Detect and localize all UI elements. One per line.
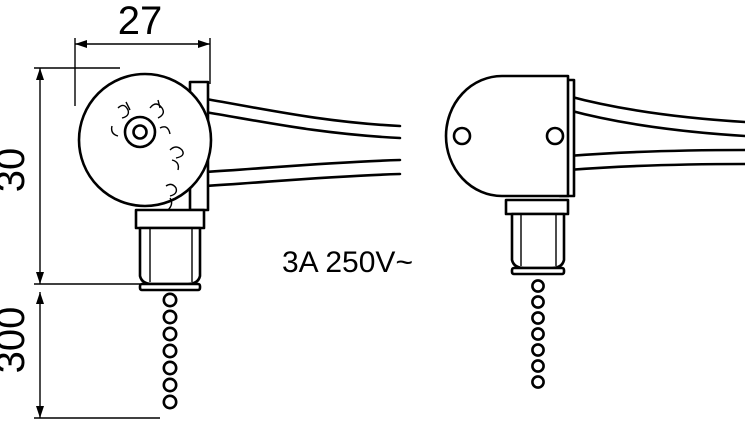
chain-bead <box>162 394 178 410</box>
chain-bead <box>531 375 545 389</box>
front-bushing-base <box>138 282 202 292</box>
side-wires <box>566 94 745 172</box>
chain-arrow-bottom <box>36 406 44 418</box>
front-disc-body <box>77 72 213 208</box>
crimp-marks <box>110 99 184 211</box>
chain-bead <box>162 343 178 359</box>
front-bushing <box>138 226 202 286</box>
front-view <box>77 72 402 410</box>
side-hole-left <box>452 126 472 146</box>
rivet-outer <box>123 115 157 149</box>
front-neck <box>134 208 206 230</box>
width-label: 27 <box>118 0 163 43</box>
side-body <box>444 74 570 198</box>
width-arrow-right <box>198 40 210 48</box>
chain-bead <box>162 377 178 393</box>
electrical-rating: 3A 250V~ <box>282 246 413 279</box>
chain-bead <box>531 295 545 309</box>
chain-arrow-top <box>36 292 44 304</box>
width-arrow-left <box>75 40 87 48</box>
chain-bead <box>531 327 545 341</box>
chain-length-label: 300 <box>0 307 33 374</box>
side-bushing-base <box>510 266 566 276</box>
chain-bead <box>162 326 178 342</box>
side-pull-chain <box>531 279 545 389</box>
height-arrow-bottom <box>36 272 44 284</box>
chain-bead <box>531 311 545 325</box>
side-hole-right <box>545 126 565 146</box>
chain-bead <box>531 359 545 373</box>
rivet-inner <box>132 124 148 140</box>
chain-bead <box>162 309 178 325</box>
front-pull-chain <box>162 292 178 410</box>
chain-bead <box>162 360 178 376</box>
chain-bead <box>162 292 178 308</box>
front-wires <box>198 96 402 188</box>
height-arrow-top <box>36 68 44 80</box>
height-label: 30 <box>0 148 33 193</box>
side-view <box>444 74 745 389</box>
dimension-lines <box>34 38 211 419</box>
chain-bead <box>531 279 545 293</box>
chain-bead <box>531 343 545 357</box>
side-neck <box>504 198 570 216</box>
